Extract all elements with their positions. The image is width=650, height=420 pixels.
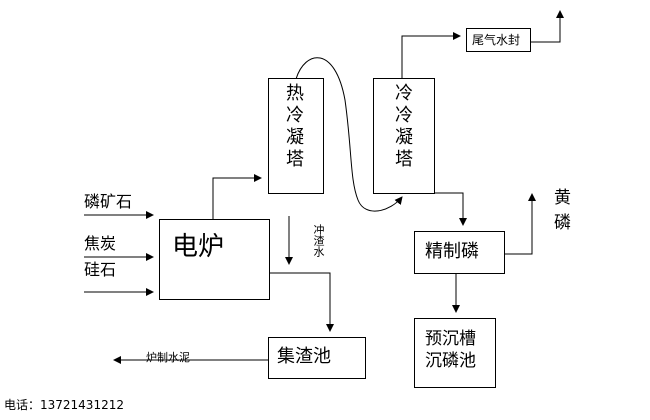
arrow-cold-tower-to-refine xyxy=(434,192,467,226)
cold-condenser-tower: 冷冷凝塔 xyxy=(373,78,435,194)
presettle-tank-label: 预沉槽 沉磷池 xyxy=(425,329,476,372)
tail-gas-water-seal-label: 尾气水封 xyxy=(472,33,521,47)
arrow-hot-to-cold-tower xyxy=(295,57,403,212)
silica-label: 硅石 xyxy=(84,260,117,279)
hot-condenser-tower: 热冷凝塔 xyxy=(268,78,324,194)
cold-condenser-label: 冷冷凝塔 xyxy=(392,83,413,171)
furnace-label: 电炉 xyxy=(172,232,225,262)
furnace-box: 电炉 xyxy=(159,219,270,300)
slag-pool-box: 集渣池 xyxy=(268,337,366,379)
arrow-furnace-to-slag-pool xyxy=(270,272,334,332)
arrow-furnace-to-hot-tower xyxy=(212,174,262,219)
arrow-refine-to-yellow-phosphorus xyxy=(505,193,536,255)
cement-label: 炉制水泥 xyxy=(146,351,190,364)
tail-gas-water-seal-box: 尾气水封 xyxy=(466,28,531,52)
yellow-phosphorus-label: 黄磷 xyxy=(550,188,570,238)
arrow-tail-seal-exhaust xyxy=(531,10,564,43)
presettle-tank-box: 预沉槽 沉磷池 xyxy=(414,318,496,388)
flush-water-label: 冲渣水 xyxy=(312,224,325,257)
coke-label: 焦炭 xyxy=(84,234,117,253)
refine-phosphorus-label: 精制磷 xyxy=(425,241,479,262)
phone-footer: 电话：13721431212 xyxy=(4,398,124,412)
hot-condenser-label: 热冷凝塔 xyxy=(283,83,304,171)
slag-pool-label: 集渣池 xyxy=(277,346,331,367)
refine-phosphorus-box: 精制磷 xyxy=(414,231,505,274)
phosphate-ore-label: 磷矿石 xyxy=(84,192,133,211)
arrow-cold-tower-to-tail-seal xyxy=(401,32,461,79)
